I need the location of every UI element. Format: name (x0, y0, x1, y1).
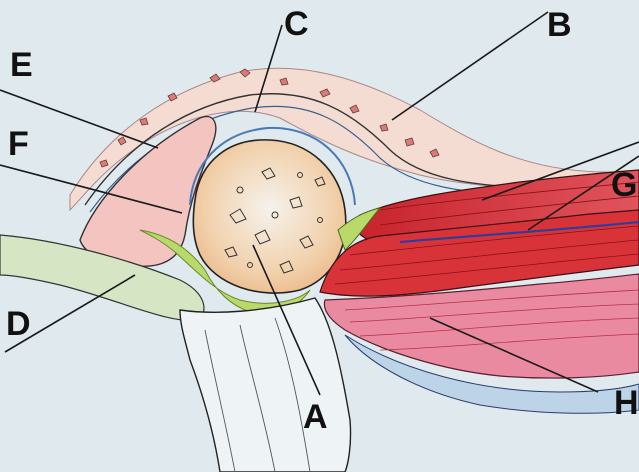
label-A: A (303, 398, 328, 436)
label-G: G (611, 166, 637, 204)
label-D: D (6, 305, 31, 343)
label-C: C (284, 5, 309, 43)
label-F: F (8, 125, 29, 163)
label-H: H (614, 384, 639, 422)
label-E: E (10, 46, 33, 84)
label-B: B (547, 6, 572, 44)
bone-head (193, 140, 345, 293)
